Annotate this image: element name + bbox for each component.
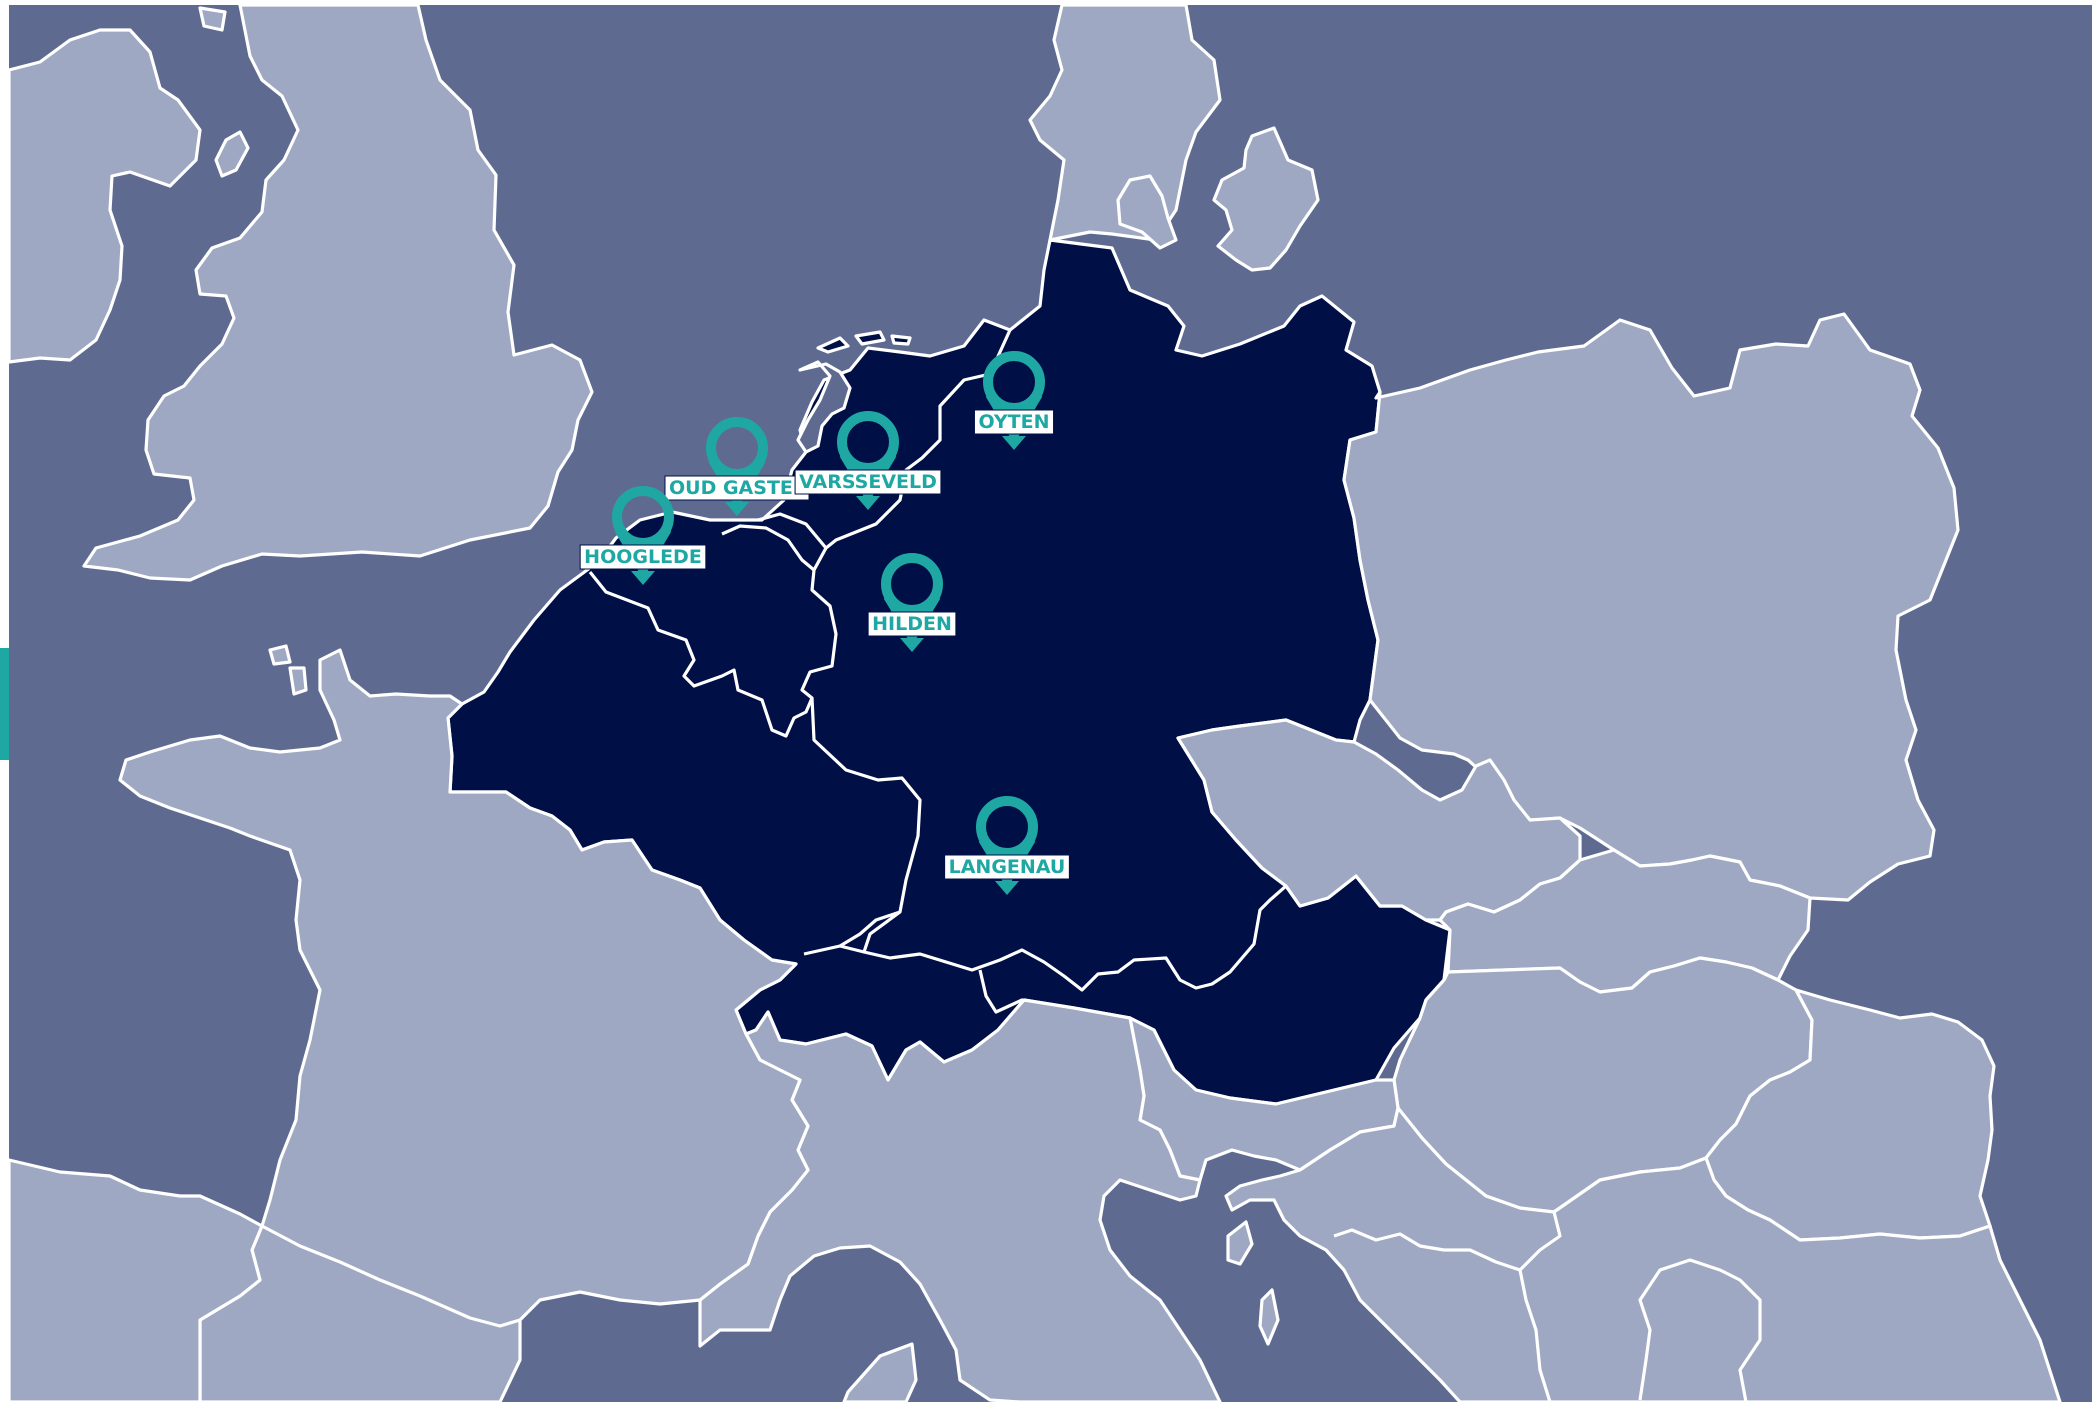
ijsselmeer — [796, 360, 852, 454]
pin-tip — [900, 638, 924, 652]
location-label: OYTEN — [978, 411, 1049, 433]
location-pin-icon — [983, 351, 1045, 413]
island-cres — [1258, 1288, 1280, 1346]
pin-tip — [725, 502, 749, 516]
country-ireland — [7, 28, 202, 364]
location-label: HOOGLEDE — [584, 546, 702, 568]
country-spain — [7, 1158, 264, 1402]
country-denmark-fyn — [1116, 174, 1178, 250]
pin-tip — [631, 571, 655, 585]
location-marker-oyten[interactable]: OYTEN — [973, 351, 1055, 450]
island-shetland — [198, 6, 227, 32]
island-krk — [1226, 1220, 1254, 1266]
border-de-fr-south — [839, 910, 901, 948]
location-marker-hooglede[interactable]: HOOGLEDE — [579, 486, 707, 585]
border-spain-france — [261, 1224, 521, 1328]
location-pin-icon — [881, 553, 943, 615]
location-marker-oud-gastel[interactable]: OUD GASTEL — [664, 417, 810, 516]
location-label-background — [794, 469, 942, 495]
location-label-background — [867, 611, 957, 637]
border-nl-be — [721, 524, 816, 572]
location-label: LANGENAU — [949, 856, 1066, 878]
island-guernsey — [288, 666, 308, 696]
pin-tip — [856, 496, 880, 510]
top-edge — [0, 0, 2092, 5]
location-label: HILDEN — [872, 613, 952, 635]
island-corsica — [842, 1342, 918, 1402]
country-scandinavia — [1028, 3, 1222, 242]
country-denmark-zealand — [1212, 126, 1320, 272]
pin-tip — [995, 881, 1019, 895]
location-pin-icon — [976, 796, 1038, 858]
location-pin-icon — [837, 411, 899, 473]
country-balkans — [1224, 1106, 2062, 1402]
border-be-fr-lu — [588, 512, 838, 738]
country-great-britain — [82, 3, 594, 582]
location-pin-icon — [612, 486, 674, 548]
country-poland — [1342, 312, 1960, 902]
location-label: VARSSEVELD — [799, 471, 937, 493]
border-serbia-romania — [1638, 1258, 1762, 1402]
pin-tip — [1002, 436, 1026, 450]
island-wadden-1 — [816, 336, 850, 354]
border-bosnia-serbia — [1518, 1211, 1562, 1272]
location-label-background — [973, 409, 1055, 435]
location-marker-langenau[interactable]: LANGENAU — [944, 796, 1070, 895]
location-label: OUD GASTEL — [669, 477, 805, 499]
side-tab[interactable] — [0, 648, 9, 760]
island-wadden-2 — [854, 330, 886, 346]
island-wadden-3 — [890, 334, 912, 346]
location-label-background — [579, 544, 707, 570]
location-marker-hilden[interactable]: HILDEN — [867, 553, 957, 652]
location-pin-icon — [706, 417, 768, 479]
island-isle-of-man — [214, 130, 250, 178]
border-de-fr — [810, 697, 1288, 992]
border-croatia-bosnia — [1333, 1228, 1552, 1402]
location-marker-varsseveld[interactable]: VARSSEVELD — [794, 411, 942, 510]
island-jersey — [268, 644, 292, 666]
location-label-background — [664, 475, 810, 501]
location-label-background — [944, 854, 1070, 880]
